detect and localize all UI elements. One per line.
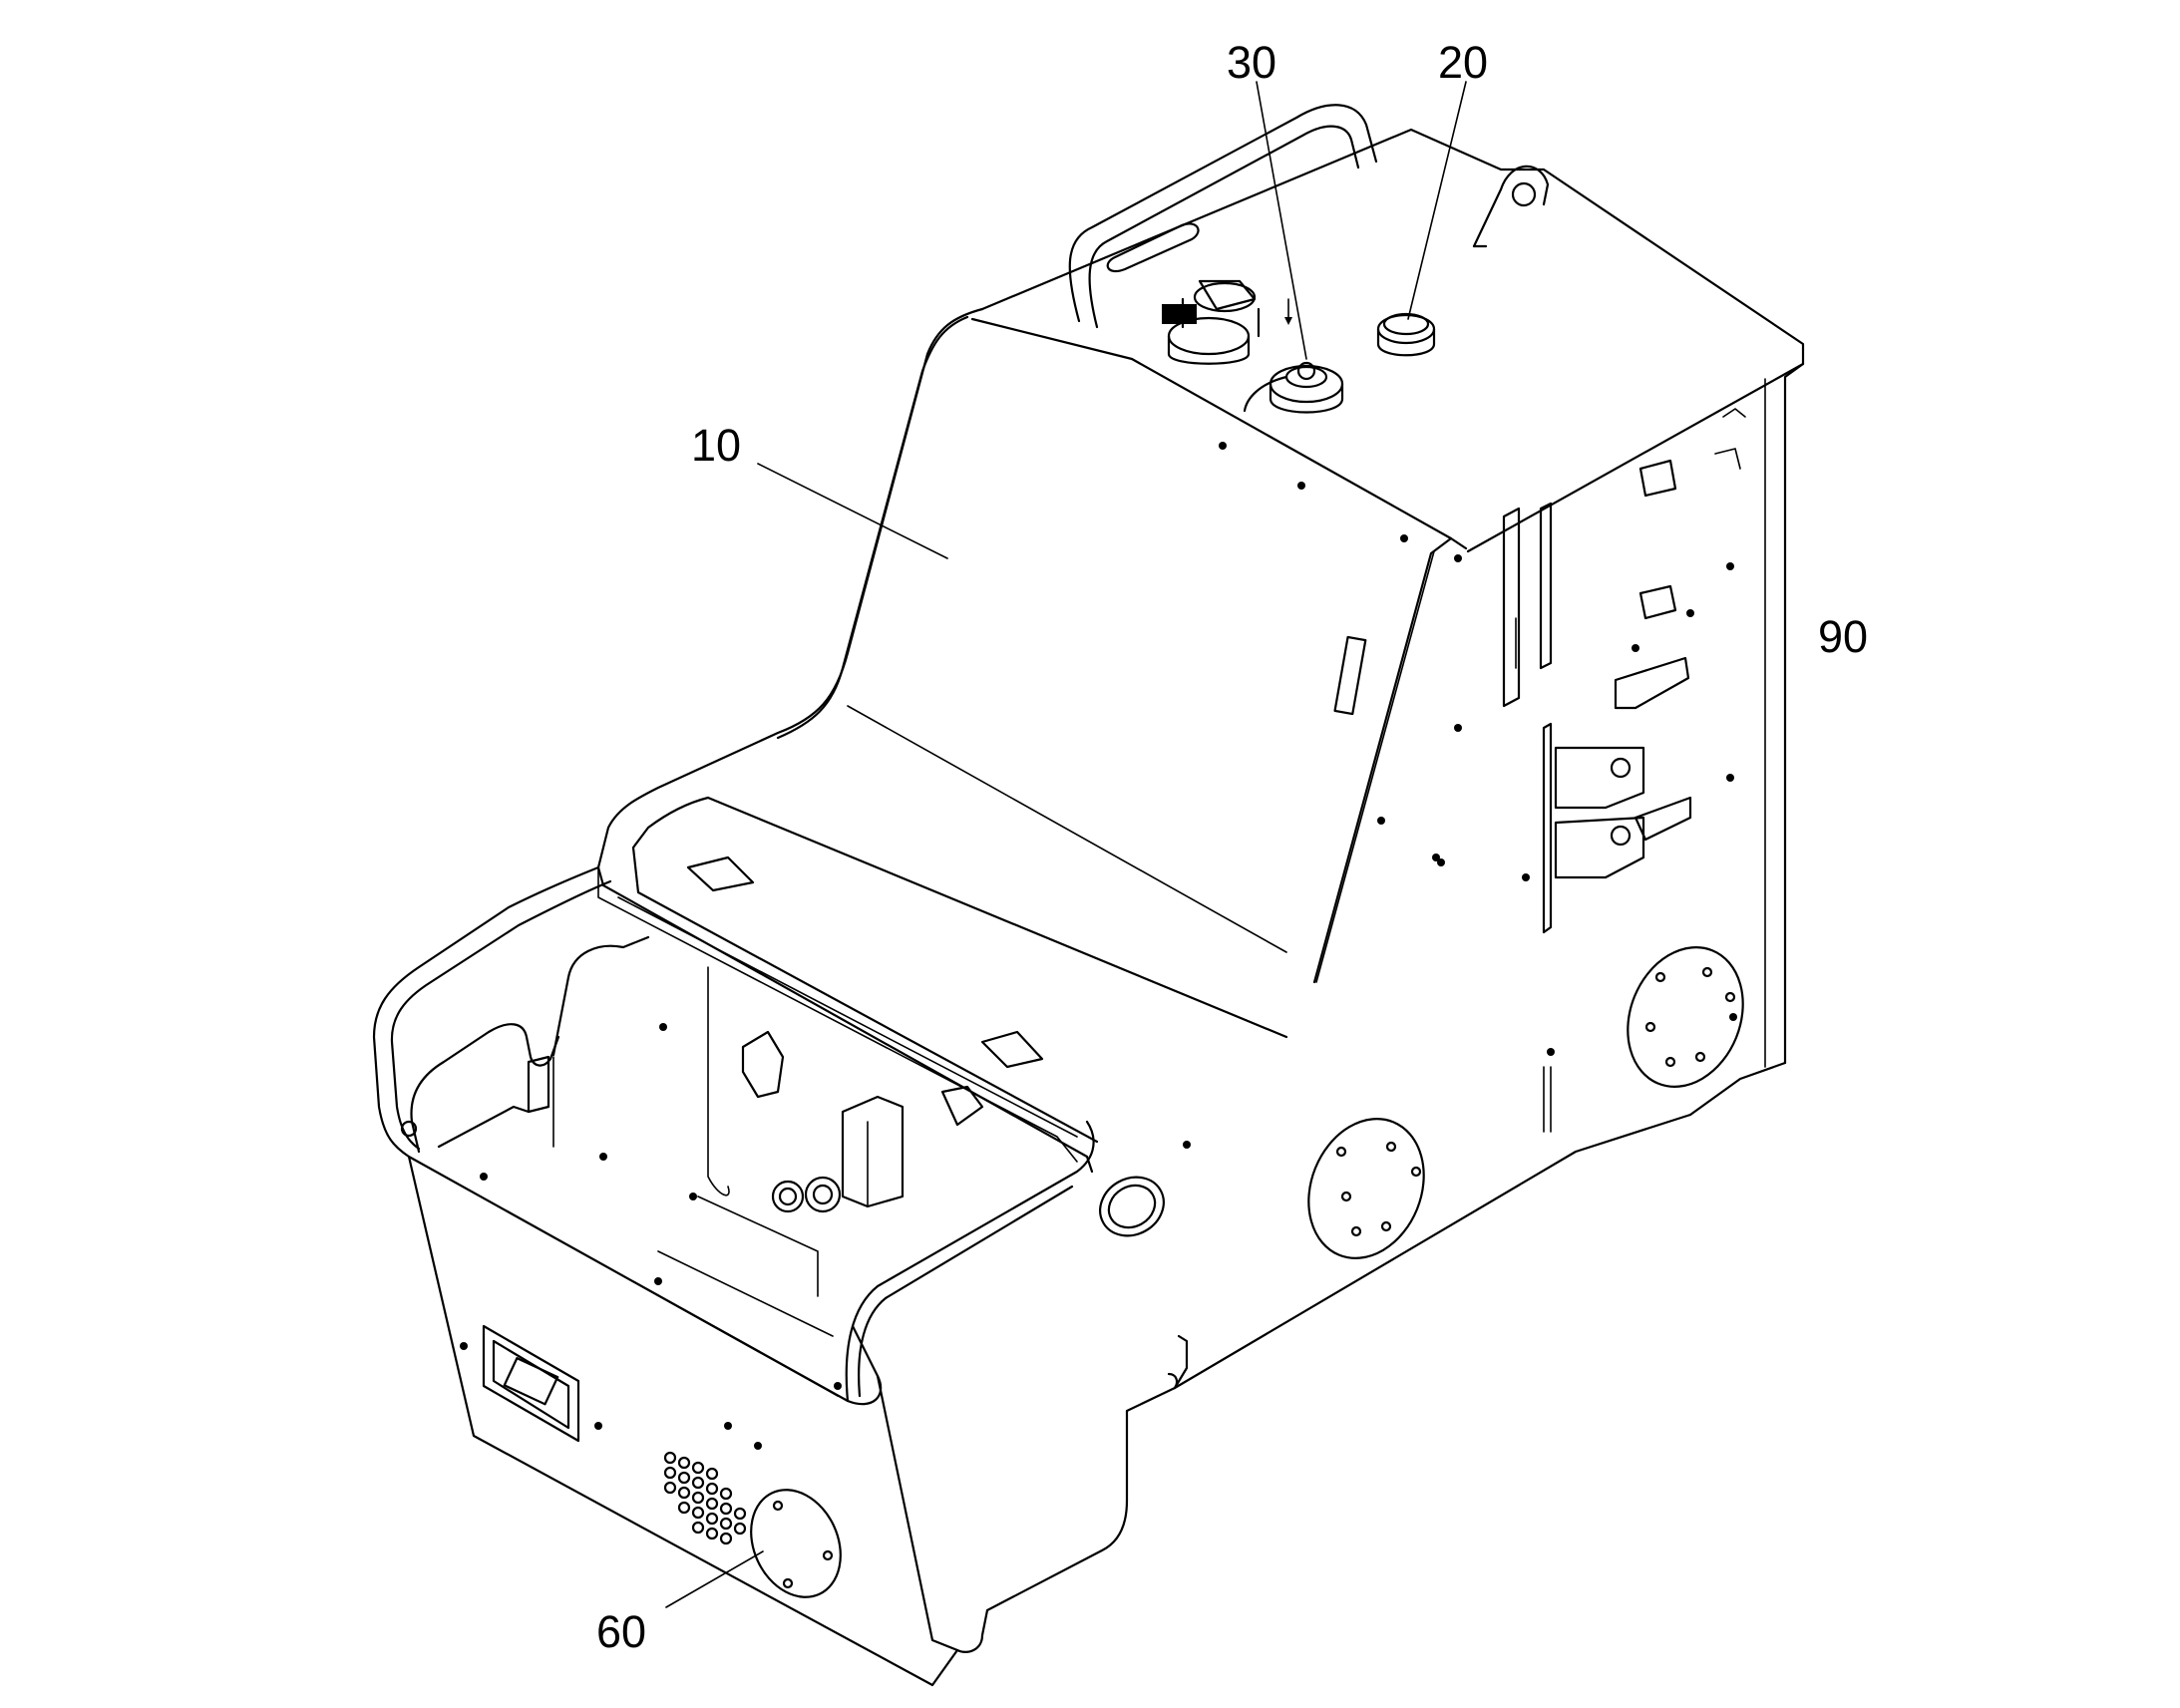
bolts xyxy=(460,442,1737,1450)
front-shell xyxy=(372,865,1692,1687)
leader-line-20 xyxy=(1407,81,1467,320)
filler-cap xyxy=(1162,279,1292,365)
side-oval-opening xyxy=(1099,1176,1165,1237)
leader-line-60 xyxy=(665,1550,764,1608)
front-switch-opening xyxy=(482,1324,580,1443)
callout-60: 60 xyxy=(596,1606,647,1657)
callout-10: 10 xyxy=(691,420,742,471)
callout-20: 20 xyxy=(1438,37,1489,88)
side-rails xyxy=(1502,502,1692,1133)
lifting-eye xyxy=(1472,165,1550,248)
leader-line-10 xyxy=(757,463,948,559)
carry-handle xyxy=(1068,104,1378,329)
callout-30: 30 xyxy=(1227,37,1277,88)
seat-panel xyxy=(596,796,1288,1174)
side-cover-plate-2 xyxy=(1627,946,1744,1088)
callout-90: 90 xyxy=(1818,611,1869,662)
side-cover-plate-1 xyxy=(1307,1118,1425,1259)
top-tank xyxy=(970,128,1805,1117)
interior-compartment xyxy=(437,866,1078,1337)
seat-back-panel xyxy=(596,307,1453,984)
leader-line-30 xyxy=(1256,81,1307,360)
front-grille xyxy=(663,1451,747,1545)
breather-cap xyxy=(1376,312,1436,357)
top-slot xyxy=(1106,222,1200,273)
front-cover-plate xyxy=(750,1489,842,1598)
level-sensor xyxy=(1243,361,1344,414)
leader-lines xyxy=(665,81,1467,1608)
side-blocks xyxy=(1638,408,1746,620)
